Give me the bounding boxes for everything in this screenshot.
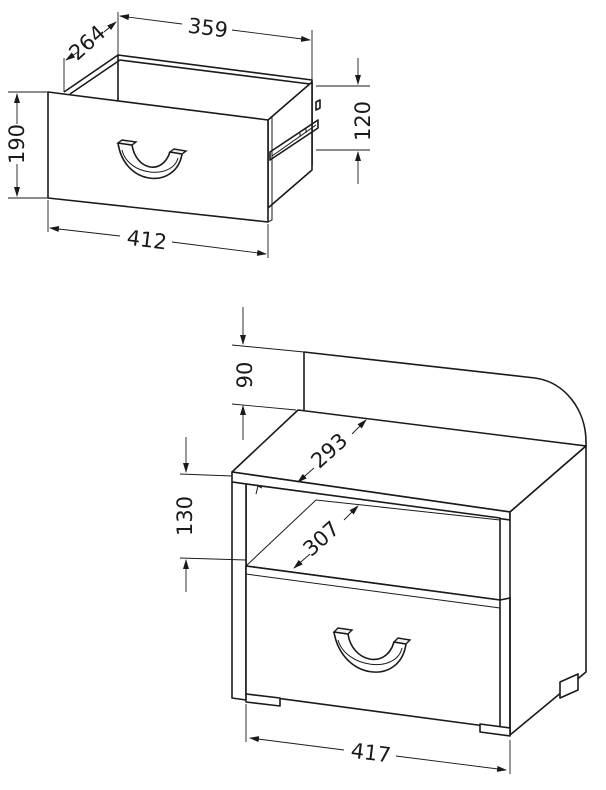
cabinet-drawing	[231, 351, 587, 737]
drawer-dim-190: 190	[5, 124, 29, 164]
cabinet-dim-417: 417	[349, 739, 392, 768]
cabinet-dim-130: 130	[173, 496, 197, 536]
cabinet-drawer-top-line	[245, 573, 501, 609]
cabinet-shelf-back-line	[245, 499, 501, 567]
cabinet-dim-90: 90	[233, 362, 257, 389]
cabinet-backrest	[303, 351, 587, 447]
drawer-dim-264: 264	[64, 20, 110, 65]
drawer-dim-120: 120	[351, 101, 375, 141]
drawer-dim-359: 359	[186, 14, 229, 43]
cabinet-left-side	[231, 481, 247, 701]
cabinet-foot-left	[245, 693, 281, 707]
drawer-dimension-lines	[8, 12, 370, 258]
cabinet-foot-right	[479, 723, 511, 737]
drawer-handle-icon	[116, 139, 188, 180]
cabinet-foot-back	[559, 673, 579, 699]
drawer-slide-rail	[269, 99, 321, 161]
cabinet-right-front-edge	[499, 597, 511, 736]
drawer-front-edge	[267, 116, 273, 223]
drawer-drawing	[47, 54, 321, 223]
drawer-inner-edge	[69, 59, 311, 95]
drawer-dim-412: 412	[125, 226, 168, 255]
cabinet-shelf-hole	[255, 485, 263, 495]
drawer-left-edge	[63, 54, 119, 93]
cabinet-dimension-lines	[179, 307, 511, 774]
cabinet-drawer-handle-icon	[332, 627, 412, 673]
